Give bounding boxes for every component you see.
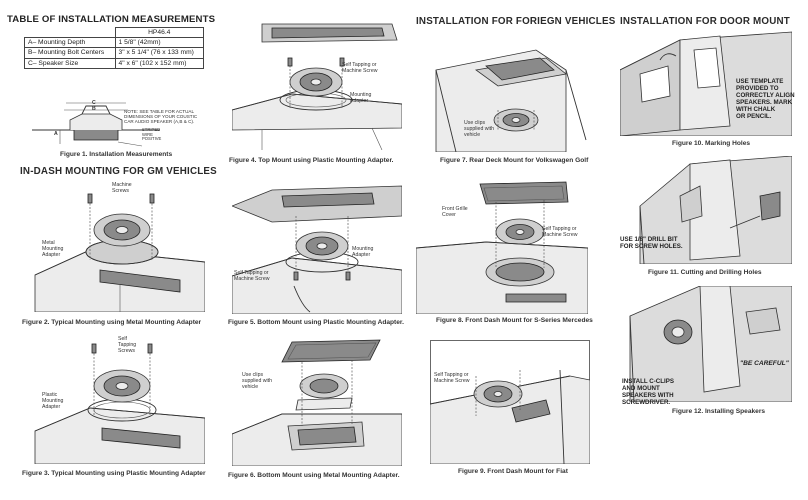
label-plastic-adapter: Plastic Mounting Adapter: [42, 392, 64, 410]
figure-2-diagram: Machine Screws Metal Mounting Adapter: [30, 180, 205, 312]
label-use-clips: Use clips supplied with vehicle: [242, 372, 272, 390]
section-gm-heading: IN-DASH MOUNTING FOR GM VEHICLES: [20, 166, 217, 177]
figure-9-caption: Figure 9. Front Dash Mount for Fiat: [458, 468, 568, 475]
figure-6-caption: Figure 6. Bottom Mount using Metal Mount…: [228, 472, 400, 479]
model-header: HP46.4: [114, 26, 204, 39]
measurements-table: HP46.4 A– Mounting Depth 1 5/8" (42mm) B…: [24, 26, 204, 69]
label-self-tapping: Self Tapping or Machine Screw: [434, 372, 470, 384]
figure-9-diagram: Self Tapping or Machine Screw: [430, 340, 590, 464]
dim-label-b: B: [92, 106, 96, 112]
section-door-heading: INSTALLATION FOR DOOR MOUNT: [620, 16, 790, 27]
label-self-tapping: Self Tapping or Machine Screw: [234, 270, 270, 282]
dim-label-a: A: [54, 131, 58, 137]
label-use-clips: Use clips supplied with vehicle: [464, 120, 494, 138]
figure-1-diagram: C B A NOTE: SEE TABLE FOR ACTUAL DIMENSI…: [30, 100, 200, 150]
figure-10-caption: Figure 10. Marking Holes: [672, 140, 751, 147]
figure-8-diagram: Front Grille Cover Self Tapping or Machi…: [416, 178, 588, 314]
row-label: C– Speaker Size: [24, 57, 116, 69]
figure-11-caption: Figure 11. Cutting and Drilling Holes: [648, 269, 762, 276]
figure-6-diagram: Use clips supplied with vehicle: [232, 334, 402, 466]
measurement-note: NOTE: SEE TABLE FOR ACTUAL DIMENSIONS OF…: [124, 109, 198, 124]
table-row: C– Speaker Size 4" x 6" (102 x 152 mm): [24, 57, 204, 69]
install-note: INSTALL C-CLIPS AND MOUNT SPEAKERS WITH …: [622, 378, 675, 406]
figure-3-diagram: Self Tapping Screws Plastic Mounting Ada…: [30, 336, 205, 464]
figure-10-diagram: USE TEMPLATE PROVIDED TO CORRECTLY ALIGN…: [620, 30, 795, 136]
label-front-grille: Front Grille Cover: [442, 206, 468, 218]
row-label: B– Mounting Bolt Centers: [24, 47, 116, 59]
figure-7-diagram: Use clips supplied with vehicle: [416, 30, 588, 152]
label-self-tapping: Self Tapping or Machine Screw: [342, 62, 378, 74]
figure-4-diagram: Self Tapping or Machine Screw Mounting A…: [232, 18, 402, 150]
figure-2-caption: Figure 2. Typical Mounting using Metal M…: [22, 319, 202, 326]
careful-note: "BE CAREFUL": [740, 360, 789, 367]
row-value: 1 5/8" (42mm): [114, 37, 204, 49]
figure-8-caption: Figure 8. Front Dash Mount for S-Series …: [436, 317, 593, 324]
figure-11-diagram: USE 1/8" DRILL BIT FOR SCREW HOLES.: [620, 156, 792, 264]
row-value: 4" x 6" (102 x 152 mm): [114, 57, 204, 69]
figure-12-diagram: "BE CAREFUL" INSTALL C-CLIPS AND MOUNT S…: [620, 286, 792, 406]
figure-5-diagram: Self Tapping or Machine Screw Mounting A…: [232, 176, 402, 314]
measurements-title: TABLE OF INSTALLATION MEASUREMENTS: [7, 14, 216, 25]
figure-5-caption: Figure 5. Bottom Mount using Plastic Mou…: [228, 319, 404, 326]
section-foreign-heading: INSTALLATION FOR FORIEGN VEHICLES: [416, 16, 616, 27]
figure-4-caption: Figure 4. Top Mount using Plastic Mounti…: [229, 157, 394, 164]
dim-label-c: C: [92, 100, 96, 106]
label-mounting-adapter: Mounting Adapter: [352, 246, 374, 258]
table-row: B– Mounting Bolt Centers 3" x 5 1/4" (76…: [24, 47, 204, 59]
figure-7-caption: Figure 7. Rear Deck Mount for Volkswagen…: [440, 157, 589, 164]
label-self-tapping: Self Tapping or Machine Screw: [542, 226, 578, 238]
label-machine-screws: Machine Screws: [112, 182, 132, 194]
figure-12-caption: Figure 12. Installing Speakers: [672, 408, 766, 415]
figure-1-caption: Figure 1. Installation Measurements: [60, 151, 173, 158]
marking-note: USE TEMPLATE PROVIDED TO CORRECTLY ALIGN…: [736, 78, 795, 120]
label-self-tapping-screws: Self Tapping Screws: [118, 336, 137, 354]
label-metal-adapter: Metal Mounting Adapter: [42, 240, 64, 258]
drill-note: USE 1/8" DRILL BIT FOR SCREW HOLES.: [620, 236, 683, 250]
label-mounting-adapter: Mounting Adapter: [350, 92, 372, 104]
row-label: A– Mounting Depth: [24, 37, 116, 49]
table-row: A– Mounting Depth 1 5/8" (42mm): [24, 37, 204, 49]
figure-3-caption: Figure 3. Typical Mounting using Plastic…: [22, 470, 206, 477]
stripe-label: STRIPED WIRE POSITIVE: [142, 127, 162, 142]
row-value: 3" x 5 1/4" (76 x 133 mm): [114, 47, 204, 59]
